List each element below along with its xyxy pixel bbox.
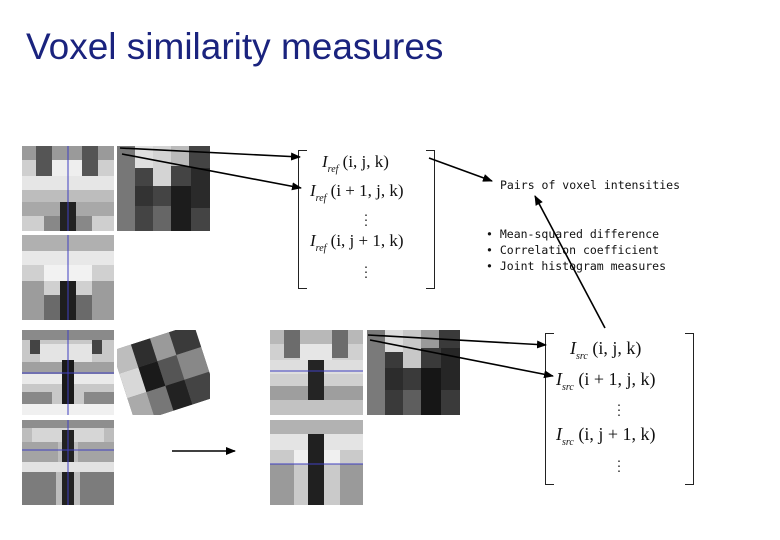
resampled-axial-pixels [270, 420, 363, 505]
source-image-axial [22, 420, 114, 505]
arrow-to-pairs-label [428, 157, 493, 182]
source-ellipsis-2: ... [617, 451, 621, 476]
slide-title: Voxel similarity measures [26, 26, 444, 67]
reference-ellipsis-1: ... [364, 205, 368, 230]
reference-axial-pixels [22, 235, 114, 320]
reference-row-1-args: (i, j, k) [342, 152, 389, 171]
source-row-3-args: (i, j + 1, k) [578, 424, 656, 444]
measure-item: Joint histogram measures [486, 259, 666, 275]
source-right-bracket [685, 333, 694, 485]
reference-row-3-subscript: ref [315, 243, 327, 254]
source-row-2-subscript: src [562, 382, 574, 393]
source-left-bracket [545, 333, 554, 485]
source-row-3-subscript: src [562, 437, 574, 448]
source-row-3-symbol: I [556, 424, 562, 444]
resampled-coronal-pixels [270, 330, 363, 415]
source-row-1-subscript: src [576, 351, 588, 362]
reference-row-3-symbol: I [310, 231, 316, 250]
reference-ellipsis-2: ... [364, 257, 368, 282]
source-image-coronal [22, 330, 114, 415]
reference-row-1-symbol: I [322, 152, 328, 171]
measure-item: Correlation coefficient [486, 243, 666, 259]
reference-sagittal-pixels [117, 146, 210, 231]
reference-row-3-args: (i, j + 1, k) [330, 231, 404, 250]
reference-row-2-symbol: I [310, 181, 316, 200]
reference-coronal-pixels [22, 146, 114, 231]
source-image-sagittal-rotated [117, 330, 210, 415]
source-axial-pixels [22, 420, 114, 505]
reference-row-1: Iref (i, j, k) [322, 152, 389, 175]
measure-item: Mean-squared difference [486, 227, 666, 243]
reference-row-2: Iref (i + 1, j, k) [310, 181, 404, 204]
reference-image-axial [22, 235, 114, 320]
source-row-1: Isrc (i, j, k) [570, 338, 642, 362]
reference-image-sagittal [117, 146, 210, 231]
source-row-2-args: (i + 1, j, k) [578, 369, 656, 389]
resampled-image-coronal [270, 330, 363, 415]
reference-image-coronal [22, 146, 114, 231]
reference-left-bracket [298, 150, 307, 289]
source-row-2: Isrc (i + 1, j, k) [556, 369, 656, 393]
source-coronal-pixels [22, 330, 114, 415]
pairs-label: Pairs of voxel intensities [500, 178, 681, 192]
source-sagittal-pixels [117, 330, 210, 415]
source-row-2-symbol: I [556, 369, 562, 389]
reference-right-bracket [426, 150, 435, 289]
reference-row-1-subscript: ref [327, 164, 339, 175]
resampled-image-axial [270, 420, 363, 505]
resampled-sagittal-pixels [367, 330, 460, 415]
source-ellipsis-1: ... [617, 395, 621, 420]
measures-list: Mean-squared difference Correlation coef… [486, 227, 666, 275]
reference-row-2-args: (i + 1, j, k) [330, 181, 404, 200]
reference-row-2-subscript: ref [315, 193, 327, 204]
resampled-image-sagittal [367, 330, 460, 415]
reference-row-3: Iref (i, j + 1, k) [310, 231, 404, 254]
source-row-1-args: (i, j, k) [592, 338, 642, 358]
source-row-1-symbol: I [570, 338, 576, 358]
source-row-3: Isrc (i, j + 1, k) [556, 424, 656, 448]
